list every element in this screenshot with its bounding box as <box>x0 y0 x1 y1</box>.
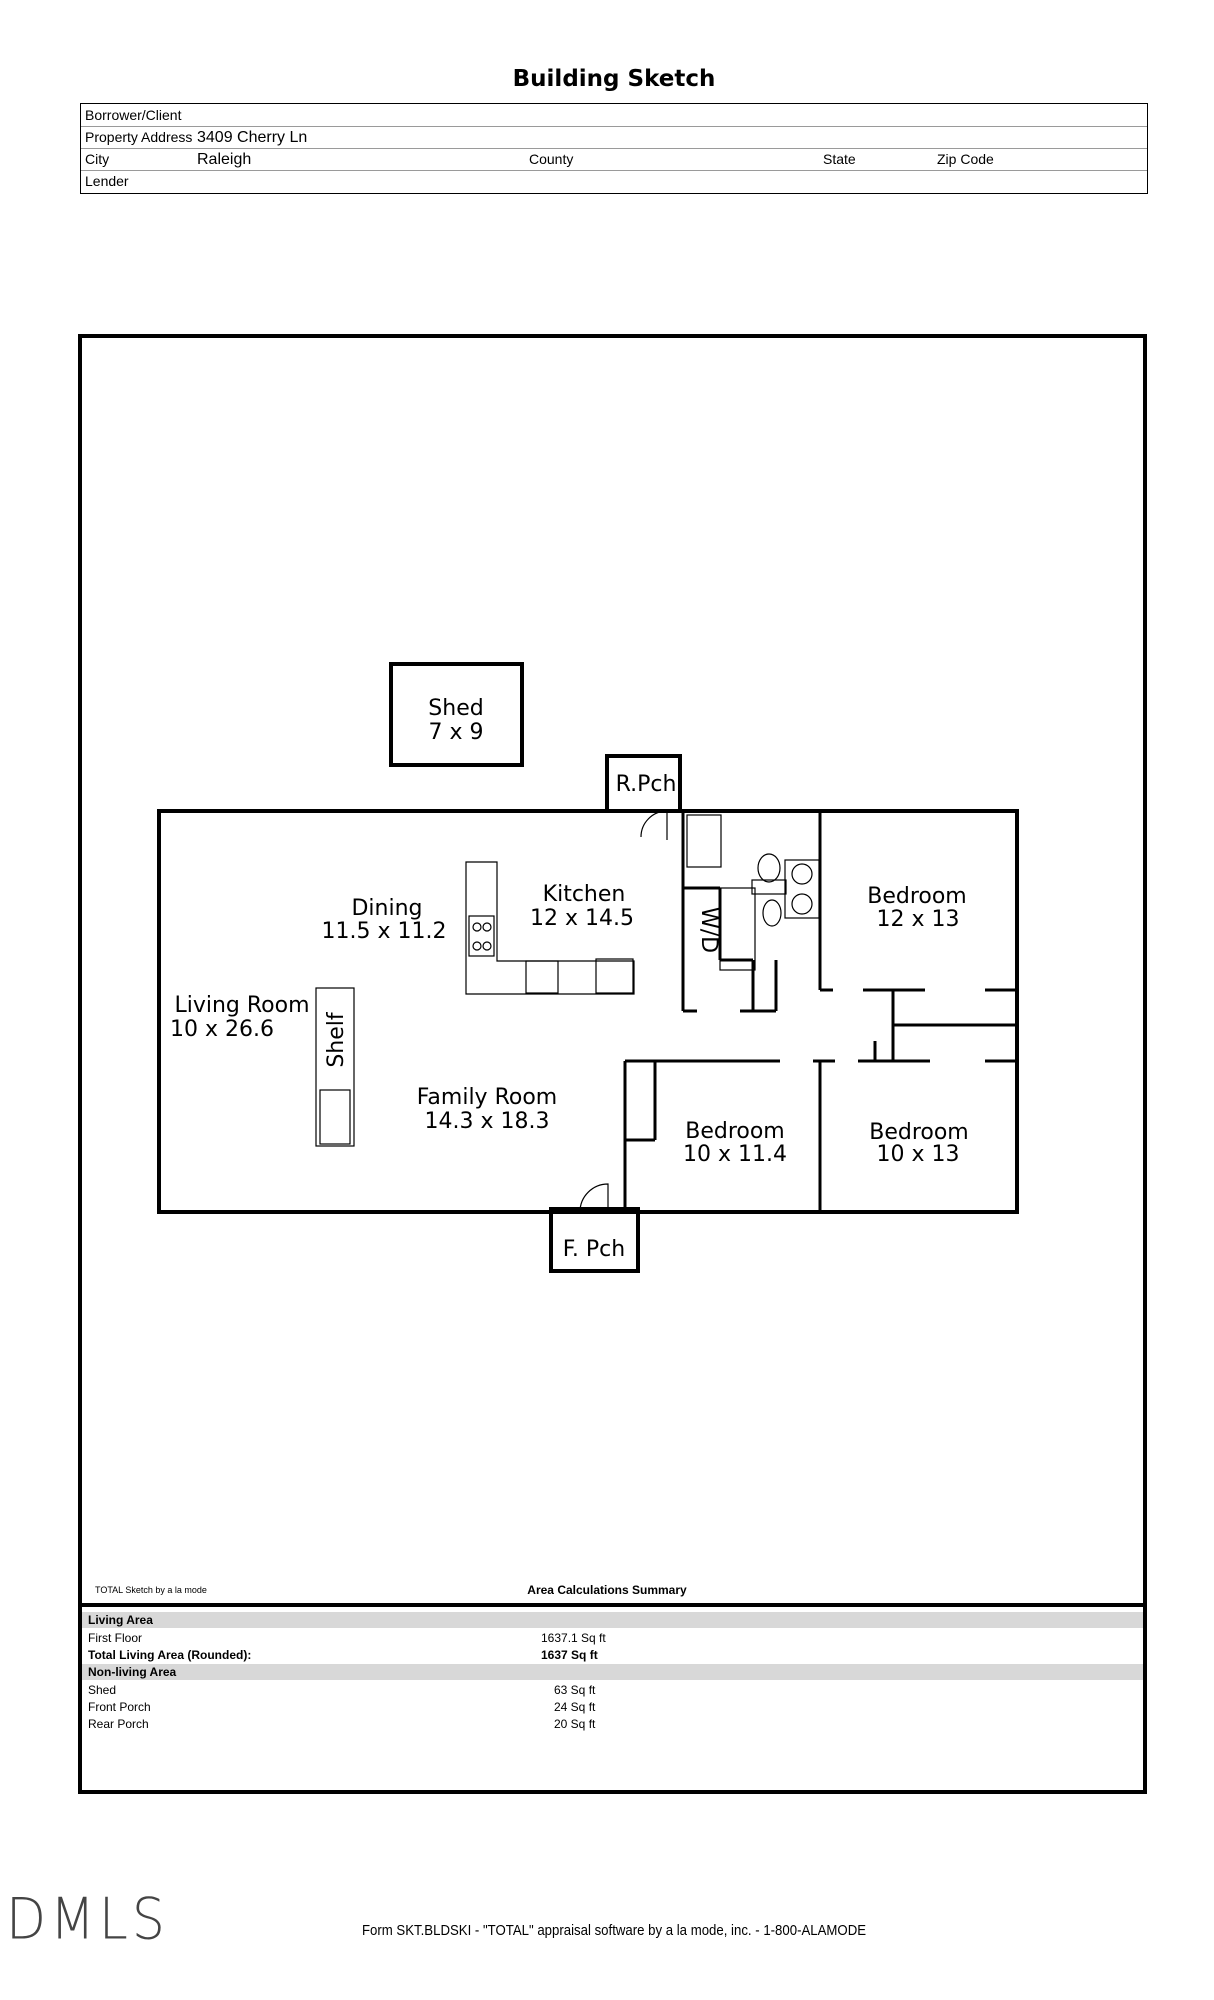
city-row: City Raleigh County State Zip Code <box>81 148 1147 171</box>
state-label: State <box>823 151 856 167</box>
bedroom-1-name: Bedroom <box>867 884 967 909</box>
city-value: Raleigh <box>197 151 252 168</box>
front-porch-area-value: 24 Sq ft <box>554 1700 596 1714</box>
borrower-label: Borrower/Client <box>85 107 182 123</box>
house-outline <box>157 809 1019 1214</box>
family-room-name: Family Room <box>417 1085 557 1110</box>
lender-label: Lender <box>85 173 129 189</box>
address-value: 3409 Cherry Ln <box>197 129 308 146</box>
living-area-header: Living Area <box>82 1612 1143 1628</box>
county-label: County <box>529 151 574 167</box>
total-living-value: 1637 Sq ft <box>541 1648 598 1662</box>
rear-door-swing <box>640 810 668 840</box>
shower-icon <box>686 814 722 868</box>
toilet-1-icon <box>751 879 787 895</box>
front-porch-label: F. Pch <box>563 1237 625 1262</box>
rear-porch-area-label: Rear Porch <box>88 1717 149 1731</box>
bathtub-icon <box>719 887 756 971</box>
sink-icon <box>525 960 559 994</box>
page-title: Building Sketch <box>512 66 716 92</box>
living-room-name: Living Room <box>174 993 309 1018</box>
form-footer-text: Form SKT.BLDSKI - "TOTAL" appraisal soft… <box>361 1922 867 1939</box>
shed-area-value: 63 Sq ft <box>554 1683 596 1697</box>
shed-outline <box>389 662 524 767</box>
shelf-unit <box>315 987 355 1147</box>
rear-porch-area-value: 20 Sq ft <box>554 1717 596 1731</box>
summary-divider <box>78 1603 1147 1607</box>
front-porch-outline <box>549 1207 640 1273</box>
borrower-row: Borrower/Client <box>81 104 1147 127</box>
rear-porch-label: R.Pch <box>616 772 677 797</box>
toilet-2-icon <box>762 899 782 927</box>
shelf-label: Shelf <box>324 1011 349 1068</box>
vanity-icon <box>784 859 820 919</box>
bedroom-2-name: Bedroom <box>685 1119 785 1144</box>
bedroom-3-name: Bedroom <box>869 1120 969 1145</box>
property-info-table: Borrower/Client Property Address 3409 Ch… <box>80 103 1148 194</box>
bedroom-3-dim: 10 x 13 <box>877 1142 960 1167</box>
kitchen-counter <box>465 861 635 995</box>
fixtures <box>315 810 820 1213</box>
front-porch-area-label: Front Porch <box>88 1700 151 1714</box>
living-room-dim: 10 x 26.6 <box>170 1017 274 1042</box>
zip-label: Zip Code <box>937 151 994 167</box>
fridge-icon <box>595 958 634 994</box>
first-floor-label: First Floor <box>88 1631 142 1645</box>
stove-icon <box>468 915 495 957</box>
living-area-header-label: Living Area <box>88 1613 153 1627</box>
family-room-dim: 14.3 x 18.3 <box>425 1109 550 1134</box>
sketch-software-credit: TOTAL Sketch by a la mode <box>95 1585 207 1595</box>
shed-dim: 7 x 9 <box>429 720 484 745</box>
city-label: City <box>85 151 110 167</box>
total-living-label: Total Living Area (Rounded): <box>88 1648 252 1662</box>
bedroom-2-dim: 10 x 11.4 <box>683 1142 787 1167</box>
shed-area-label: Shed <box>88 1683 117 1697</box>
first-floor-value: 1637.1 Sq ft <box>541 1631 606 1645</box>
interior-walls <box>623 811 1017 1212</box>
nonliving-area-header-label: Non-living Area <box>88 1665 177 1679</box>
lender-row: Lender <box>81 170 1147 192</box>
address-row: Property Address 3409 Cherry Ln <box>81 126 1147 149</box>
kitchen-name: Kitchen <box>543 882 626 907</box>
sketch-frame <box>78 334 1147 1794</box>
dining-dim: 11.5 x 11.2 <box>322 919 447 944</box>
dmls-logo: DMLS <box>6 1887 169 1953</box>
room-labels: Shed 7 x 9 R.Pch F. Pch Dining 11.5 x 11… <box>170 696 969 1262</box>
address-label: Property Address <box>85 129 193 145</box>
bedroom-1-dim: 12 x 13 <box>877 907 960 932</box>
area-summary-title: Area Calculations Summary <box>527 1583 687 1597</box>
floor-plan: Shed 7 x 9 R.Pch F. Pch Dining 11.5 x 11… <box>157 662 1019 1273</box>
front-door-swing <box>579 1183 609 1213</box>
shed-name: Shed <box>428 696 483 721</box>
dining-name: Dining <box>351 896 422 921</box>
washer-dryer-label: W/D <box>696 907 721 953</box>
kitchen-dim: 12 x 14.5 <box>530 906 634 931</box>
nonliving-area-header: Non-living Area <box>82 1664 1143 1680</box>
